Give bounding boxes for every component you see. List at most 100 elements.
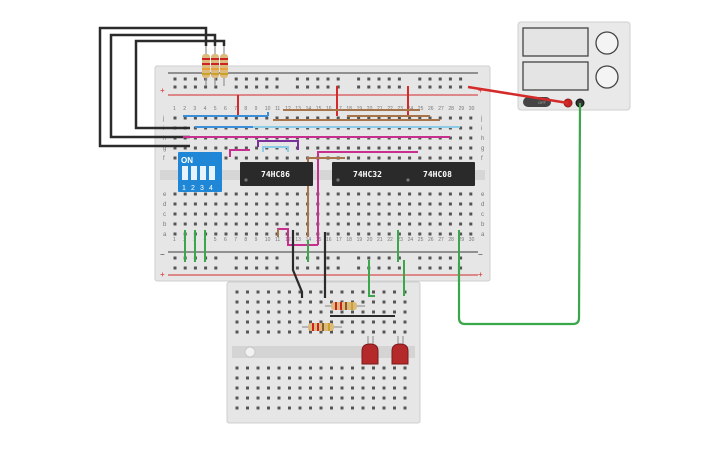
- breadboard-hole[interactable]: [204, 192, 208, 196]
- breadboard-hole[interactable]: [298, 406, 302, 410]
- resistor-2[interactable]: [211, 46, 219, 86]
- black-wire-loop-3[interactable]: [134, 39, 226, 130]
- breadboard-hole[interactable]: [448, 212, 452, 216]
- breadboard-hole[interactable]: [173, 116, 177, 120]
- breadboard-hole[interactable]: [285, 212, 289, 216]
- breadboard-hole[interactable]: [173, 85, 177, 89]
- breadboard-hole[interactable]: [295, 212, 299, 216]
- breadboard-hole[interactable]: [336, 77, 340, 81]
- breadboard-hole[interactable]: [351, 366, 354, 370]
- breadboard-hole[interactable]: [459, 85, 463, 89]
- breadboard-hole[interactable]: [224, 192, 228, 196]
- breadboard-hole[interactable]: [408, 232, 412, 236]
- breadboard-hole[interactable]: [387, 222, 391, 226]
- breadboard-hole[interactable]: [459, 256, 463, 260]
- breadboard-hole[interactable]: [193, 146, 197, 150]
- breadboard-hole[interactable]: [418, 156, 422, 160]
- breadboard-hole[interactable]: [387, 85, 391, 89]
- breadboard-hole[interactable]: [340, 320, 344, 324]
- breadboard-hole[interactable]: [377, 156, 381, 160]
- breadboard-hole[interactable]: [403, 396, 407, 400]
- breadboard-hole[interactable]: [336, 202, 340, 206]
- breadboard-hole[interactable]: [382, 396, 386, 400]
- breadboard-hole[interactable]: [330, 310, 333, 314]
- breadboard-hole[interactable]: [340, 366, 344, 370]
- breadboard-hole[interactable]: [459, 156, 463, 160]
- breadboard-hole[interactable]: [275, 156, 279, 160]
- pull-resistors[interactable]: [202, 46, 228, 86]
- breadboard-hole[interactable]: [351, 396, 354, 400]
- breadboard-hole[interactable]: [330, 396, 333, 400]
- resistor-3[interactable]: [220, 46, 228, 86]
- breadboard-hole[interactable]: [319, 406, 323, 410]
- breadboard-hole[interactable]: [277, 330, 281, 334]
- breadboard-hole[interactable]: [438, 85, 442, 89]
- breadboard-hole[interactable]: [330, 386, 333, 390]
- breadboard-hole[interactable]: [382, 300, 386, 304]
- breadboard-hole[interactable]: [214, 212, 218, 216]
- breadboard-hole[interactable]: [351, 320, 354, 324]
- breadboard-hole[interactable]: [438, 116, 442, 120]
- breadboard-hole[interactable]: [387, 232, 391, 236]
- breadboard-hole[interactable]: [469, 202, 473, 206]
- breadboard-hole[interactable]: [277, 366, 281, 370]
- breadboard-hole[interactable]: [244, 156, 248, 160]
- breadboard-hole[interactable]: [367, 116, 371, 120]
- breadboard-hole[interactable]: [418, 192, 422, 196]
- breadboard-hole[interactable]: [309, 310, 312, 314]
- breadboard-hole[interactable]: [316, 116, 320, 120]
- chip-74hc32[interactable]: 74HC32: [332, 162, 405, 186]
- breadboard-hole[interactable]: [397, 232, 401, 236]
- breadboard-hole[interactable]: [235, 320, 239, 324]
- breadboard-hole[interactable]: [418, 116, 422, 120]
- breadboard-hole[interactable]: [361, 300, 365, 304]
- breadboard-hole[interactable]: [403, 320, 407, 324]
- breadboard-hole[interactable]: [438, 222, 442, 226]
- breadboard-hole[interactable]: [234, 256, 238, 260]
- breadboard-hole[interactable]: [309, 300, 312, 304]
- breadboard-hole[interactable]: [367, 146, 371, 150]
- breadboard-hole[interactable]: [393, 300, 396, 304]
- breadboard-hole[interactable]: [377, 256, 381, 260]
- breadboard-hole[interactable]: [255, 256, 259, 260]
- breadboard-hole[interactable]: [403, 300, 407, 304]
- breadboard-hole[interactable]: [235, 366, 239, 370]
- breadboard-hole[interactable]: [428, 256, 432, 260]
- breadboard-hole[interactable]: [336, 85, 340, 89]
- breadboard-hole[interactable]: [403, 330, 407, 334]
- breadboard-hole[interactable]: [193, 202, 197, 206]
- black-wire-down-1[interactable]: [291, 230, 304, 298]
- breadboard-hole[interactable]: [224, 116, 228, 120]
- breadboard-hole[interactable]: [393, 330, 396, 334]
- breadboard-hole[interactable]: [246, 320, 249, 324]
- breadboard-hole[interactable]: [183, 192, 187, 196]
- small-breadboard[interactable]: [226, 281, 421, 424]
- breadboard-hole[interactable]: [173, 146, 177, 150]
- breadboard-hole[interactable]: [377, 266, 381, 270]
- breadboard-hole[interactable]: [255, 85, 259, 89]
- breadboard-hole[interactable]: [336, 116, 340, 120]
- breadboard-hole[interactable]: [448, 85, 452, 89]
- breadboard-hole[interactable]: [372, 396, 375, 400]
- breadboard-hole[interactable]: [357, 222, 361, 226]
- breadboard-hole[interactable]: [351, 406, 354, 410]
- breadboard-hole[interactable]: [469, 232, 473, 236]
- breadboard-hole[interactable]: [367, 256, 371, 260]
- breadboard-hole[interactable]: [340, 396, 344, 400]
- breadboard-hole[interactable]: [469, 156, 473, 160]
- breadboard-hole[interactable]: [244, 222, 248, 226]
- breadboard-hole[interactable]: [235, 396, 239, 400]
- breadboard-hole[interactable]: [469, 192, 473, 196]
- breadboard-hole[interactable]: [382, 330, 386, 334]
- breadboard-hole[interactable]: [393, 320, 396, 324]
- breadboard-hole[interactable]: [319, 310, 323, 314]
- breadboard-hole[interactable]: [367, 77, 371, 81]
- breadboard-hole[interactable]: [397, 212, 401, 216]
- breadboard-hole[interactable]: [361, 376, 365, 380]
- breadboard-hole[interactable]: [204, 202, 208, 206]
- breadboard-hole[interactable]: [256, 366, 260, 370]
- breadboard-hole[interactable]: [387, 212, 391, 216]
- breadboard-hole[interactable]: [316, 77, 320, 81]
- breadboard-hole[interactable]: [214, 116, 218, 120]
- breadboard-hole[interactable]: [224, 232, 228, 236]
